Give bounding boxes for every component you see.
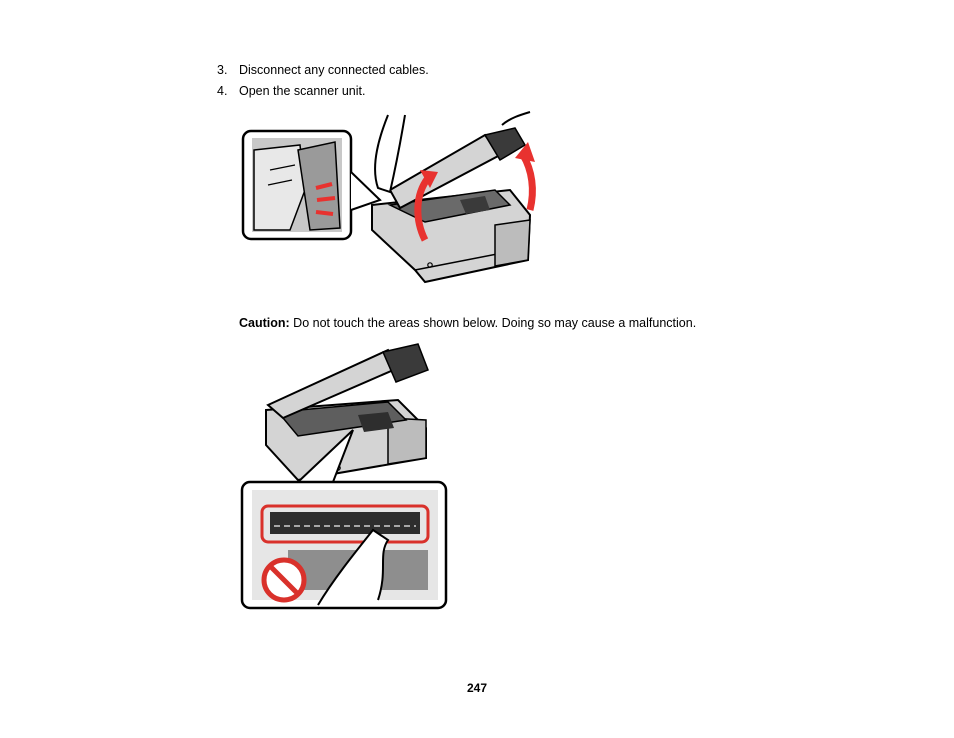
open-scanner-illustration: [241, 111, 536, 284]
lift-arrow-right: [519, 153, 536, 211]
caution-text: Do not touch the areas shown below. Doin…: [289, 316, 697, 330]
step-number: 4.: [217, 84, 228, 98]
right-hand: [501, 111, 531, 126]
step-number: 3.: [217, 63, 228, 77]
step-text: Open the scanner unit.: [239, 84, 366, 98]
do-not-touch-illustration: [240, 343, 448, 610]
step-4: 4. Open the scanner unit.: [217, 83, 365, 99]
step-3: 3. Disconnect any connected cables.: [217, 62, 429, 78]
caution-note: Caution: Do not touch the areas shown be…: [239, 315, 696, 331]
caution-label: Caution:: [239, 316, 290, 330]
lift-arrow-left: [414, 175, 431, 242]
page-number: 247: [466, 681, 488, 695]
hand: [317, 528, 390, 606]
step-text: Disconnect any connected cables.: [239, 63, 429, 77]
restricted-area-outline: [260, 504, 430, 544]
left-hand: [374, 114, 406, 194]
